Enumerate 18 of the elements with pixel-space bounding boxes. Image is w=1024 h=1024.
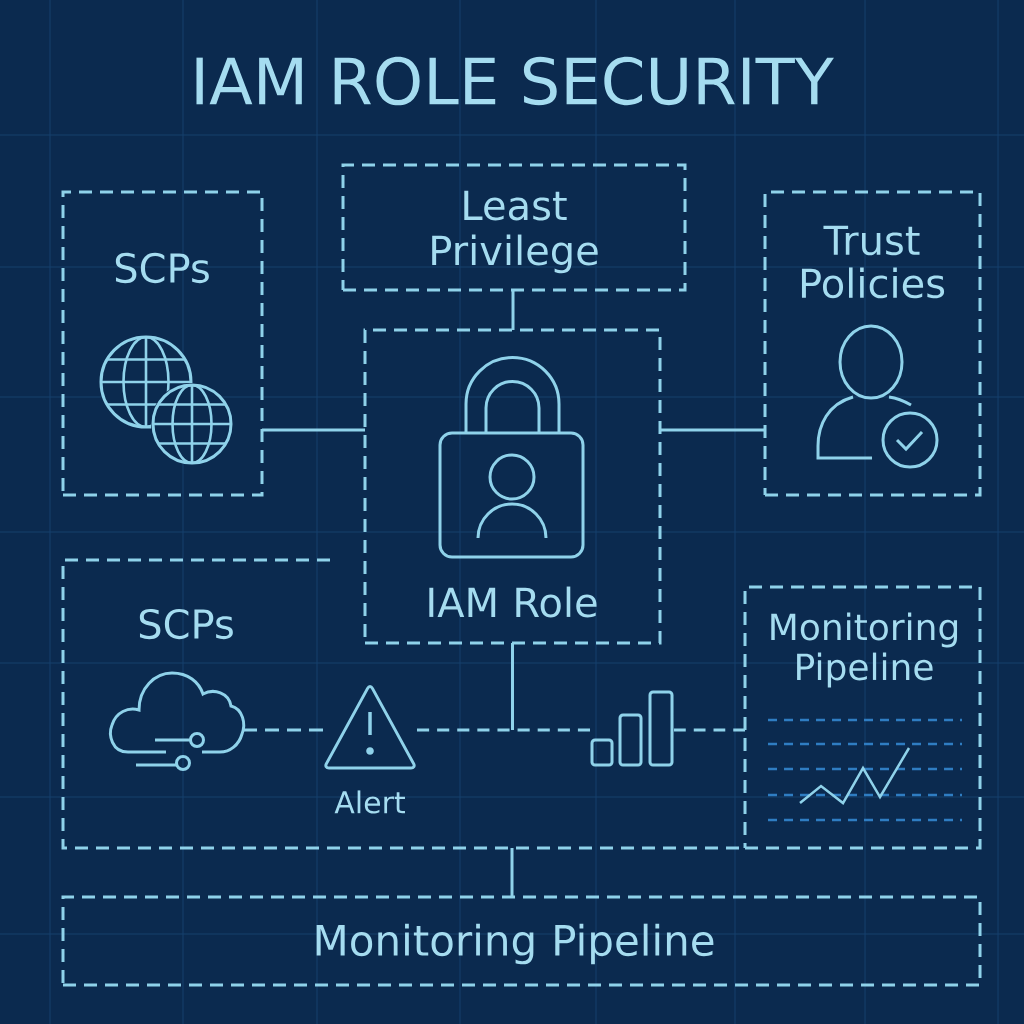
connector-line (262, 428, 365, 432)
bar-chart-icon (590, 690, 674, 767)
connector-line (243, 728, 323, 732)
dashed-box: SCPs (61, 190, 264, 497)
dashed-box: Trust Policies (763, 190, 982, 497)
icon-label: Alert (334, 790, 405, 814)
connector-line (674, 728, 745, 732)
connector-line (660, 428, 765, 432)
dashed-box: Least Privilege (341, 163, 687, 292)
cloud-icon (109, 671, 246, 771)
dashed-box: Monitoring Pipeline (743, 585, 982, 850)
dashed-box: IAM Role (363, 328, 662, 645)
connector-line (417, 728, 590, 732)
title: IAM ROLE SECURITY (196, 56, 834, 106)
dashed-box: Monitoring Pipeline (61, 895, 982, 987)
connector-line (510, 848, 514, 897)
connector-line (511, 643, 514, 730)
connector-line (511, 290, 515, 330)
